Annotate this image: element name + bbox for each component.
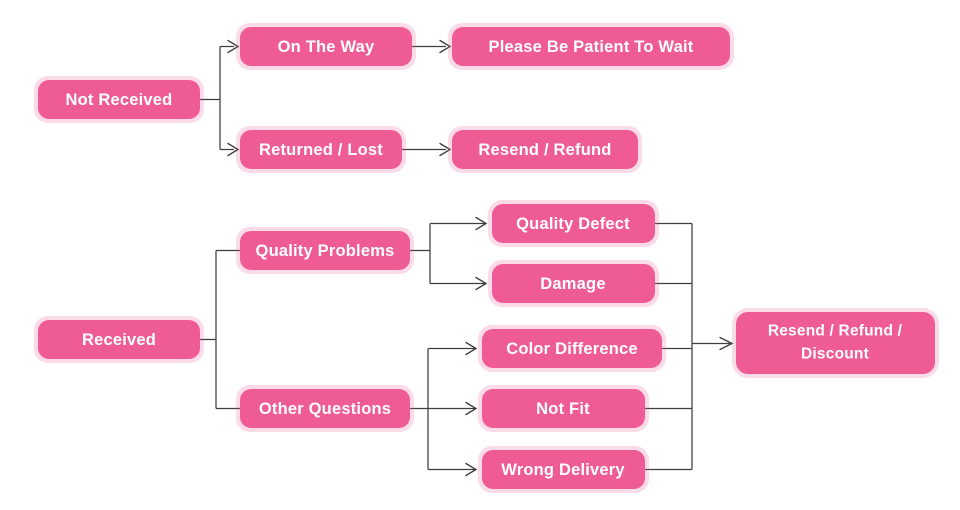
node-label: Returned / Lost: [259, 141, 383, 159]
node-other-questions[interactable]: Other Questions: [236, 385, 414, 432]
node-label: Quality Defect: [516, 215, 630, 233]
node-color-difference[interactable]: Color Difference: [478, 325, 666, 372]
node-body: [240, 231, 410, 270]
node-quality-problems[interactable]: Quality Problems: [236, 227, 414, 274]
node-label: Damage: [540, 275, 605, 293]
node-body: [492, 204, 655, 243]
node-on-the-way[interactable]: On The Way: [236, 23, 416, 70]
node-label: Received: [82, 331, 156, 349]
node-body: [482, 389, 645, 428]
node-returned-lost[interactable]: Returned / Lost: [236, 126, 406, 173]
node-received[interactable]: Received: [34, 316, 204, 363]
node-label-line-2: Discount: [801, 346, 869, 363]
node-body: [38, 320, 200, 359]
arrow-to-resend-refund: [439, 142, 452, 157]
node-body: [38, 80, 200, 119]
node-body: [736, 312, 935, 374]
node-body: [452, 27, 730, 66]
connector-not-received-fork: [200, 45, 234, 151]
arrow-to-wrong-delivery: [465, 462, 478, 477]
node-body: [240, 389, 410, 428]
node-label: On The Way: [278, 38, 375, 56]
node-resend-refund[interactable]: Resend / Refund: [448, 126, 642, 173]
arrow-to-please-wait: [439, 39, 452, 54]
node-label: Quality Problems: [256, 242, 395, 260]
arrow-to-color-difference: [465, 341, 478, 356]
node-label: Not Received: [66, 91, 173, 109]
arrow-to-on-the-way: [227, 39, 240, 54]
connector-outcomes-merge: [645, 222, 730, 471]
connector-other-questions-fork: [410, 347, 476, 471]
connector-received-fork: [200, 249, 240, 410]
node-not-received[interactable]: Not Received: [34, 76, 204, 123]
node-label: Other Questions: [259, 400, 391, 418]
arrow-to-quality-defect: [475, 216, 488, 231]
arrow-to-damage: [475, 276, 488, 291]
node-label: Resend / Refund: [478, 141, 611, 159]
node-label: Please Be Patient To Wait: [489, 38, 694, 56]
arrow-to-returned-lost: [227, 142, 240, 157]
connector-layer: [200, 39, 734, 477]
arrow-to-resend-refund-discount: [719, 336, 734, 351]
node-body: [482, 329, 662, 368]
node-resend-refund-discount[interactable]: Resend / Refund / Discount: [732, 308, 939, 378]
connector-quality-problems-fork: [410, 222, 486, 285]
node-layer: Not Received On The Way Please Be Patien…: [34, 23, 939, 493]
node-label: Not Fit: [536, 400, 590, 418]
node-body: [452, 130, 638, 169]
node-body: [240, 130, 402, 169]
node-please-be-patient-to-wait[interactable]: Please Be Patient To Wait: [448, 23, 734, 70]
node-body: [482, 450, 645, 489]
node-not-fit[interactable]: Not Fit: [478, 385, 649, 432]
node-quality-defect[interactable]: Quality Defect: [488, 200, 659, 247]
node-label: Color Difference: [506, 340, 638, 358]
node-body: [240, 27, 412, 66]
node-label-line-1: Resend / Refund /: [768, 323, 903, 340]
node-body: [492, 264, 655, 303]
node-damage[interactable]: Damage: [488, 260, 659, 307]
node-wrong-delivery[interactable]: Wrong Delivery: [478, 446, 649, 493]
node-label: Wrong Delivery: [501, 461, 625, 479]
arrow-to-not-fit: [465, 401, 478, 416]
